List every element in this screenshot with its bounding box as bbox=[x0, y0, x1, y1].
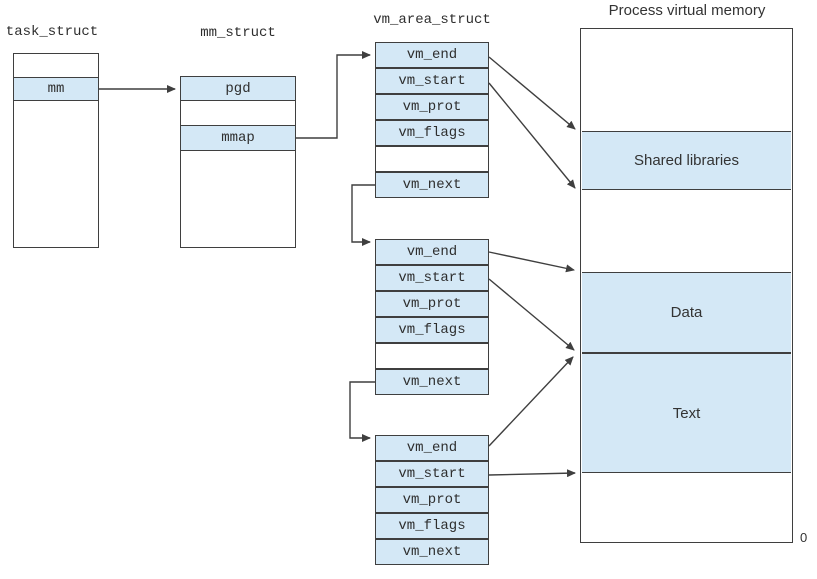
vma2-row-empty bbox=[375, 343, 489, 369]
vm-area-struct-title: vm_area_struct bbox=[373, 12, 491, 28]
task-struct-title: task_struct bbox=[5, 24, 99, 40]
arrow-mmap-to-vma1 bbox=[296, 51, 371, 139]
vma2-row-vm-flags: vm_flags bbox=[375, 317, 489, 343]
arrow-vma3-vmend-to-text-top bbox=[488, 356, 574, 447]
arrow-vma2-vmstart-to-data-bottom bbox=[488, 278, 575, 351]
vma2-row-vm-prot: vm_prot bbox=[375, 291, 489, 317]
task-struct-field-mm: mm bbox=[13, 77, 99, 101]
vma2-row-vm-end: vm_end bbox=[375, 239, 489, 265]
vma1-row-vm-end: vm_end bbox=[375, 42, 489, 68]
vma2-row-vm-start: vm_start bbox=[375, 265, 489, 291]
arrow-vma1-vmend-to-sharedlibs-top bbox=[488, 56, 576, 130]
arrow-vma2-vmend-to-data-top bbox=[488, 251, 575, 273]
arrow-vma1-vmnext-to-vma2 bbox=[351, 184, 375, 246]
vma1-row-vm-next: vm_next bbox=[375, 172, 489, 198]
memory-region-data: Data bbox=[582, 272, 791, 353]
vma1-row-vm-start: vm_start bbox=[375, 68, 489, 94]
arrow-vma3-vmstart-to-text-bottom bbox=[488, 469, 576, 478]
mm-struct-box bbox=[180, 76, 296, 248]
vma3-row-vm-next: vm_next bbox=[375, 539, 489, 565]
mm-struct-field-pgd: pgd bbox=[180, 76, 296, 101]
mm-struct-field-mmap: mmap bbox=[180, 125, 296, 151]
vma1-row-vm-flags: vm_flags bbox=[375, 120, 489, 146]
process-virtual-memory-title: Process virtual memory bbox=[608, 2, 766, 19]
vma3-row-vm-end: vm_end bbox=[375, 435, 489, 461]
arrow-vma2-vmnext-to-vma3 bbox=[349, 381, 375, 442]
memory-region-text: Text bbox=[582, 353, 791, 473]
vma3-row-vm-prot: vm_prot bbox=[375, 487, 489, 513]
mm-struct-title: mm_struct bbox=[200, 25, 276, 41]
vma2-row-vm-next: vm_next bbox=[375, 369, 489, 395]
address-zero-label: 0 bbox=[800, 530, 808, 545]
memory-region-shared-libraries: Shared libraries bbox=[582, 131, 791, 190]
arrow-vma1-vmstart-to-sharedlibs-bottom bbox=[488, 82, 576, 189]
vma1-row-empty bbox=[375, 146, 489, 172]
vma1-row-vm-prot: vm_prot bbox=[375, 94, 489, 120]
vma3-row-vm-start: vm_start bbox=[375, 461, 489, 487]
vma3-row-vm-flags: vm_flags bbox=[375, 513, 489, 539]
